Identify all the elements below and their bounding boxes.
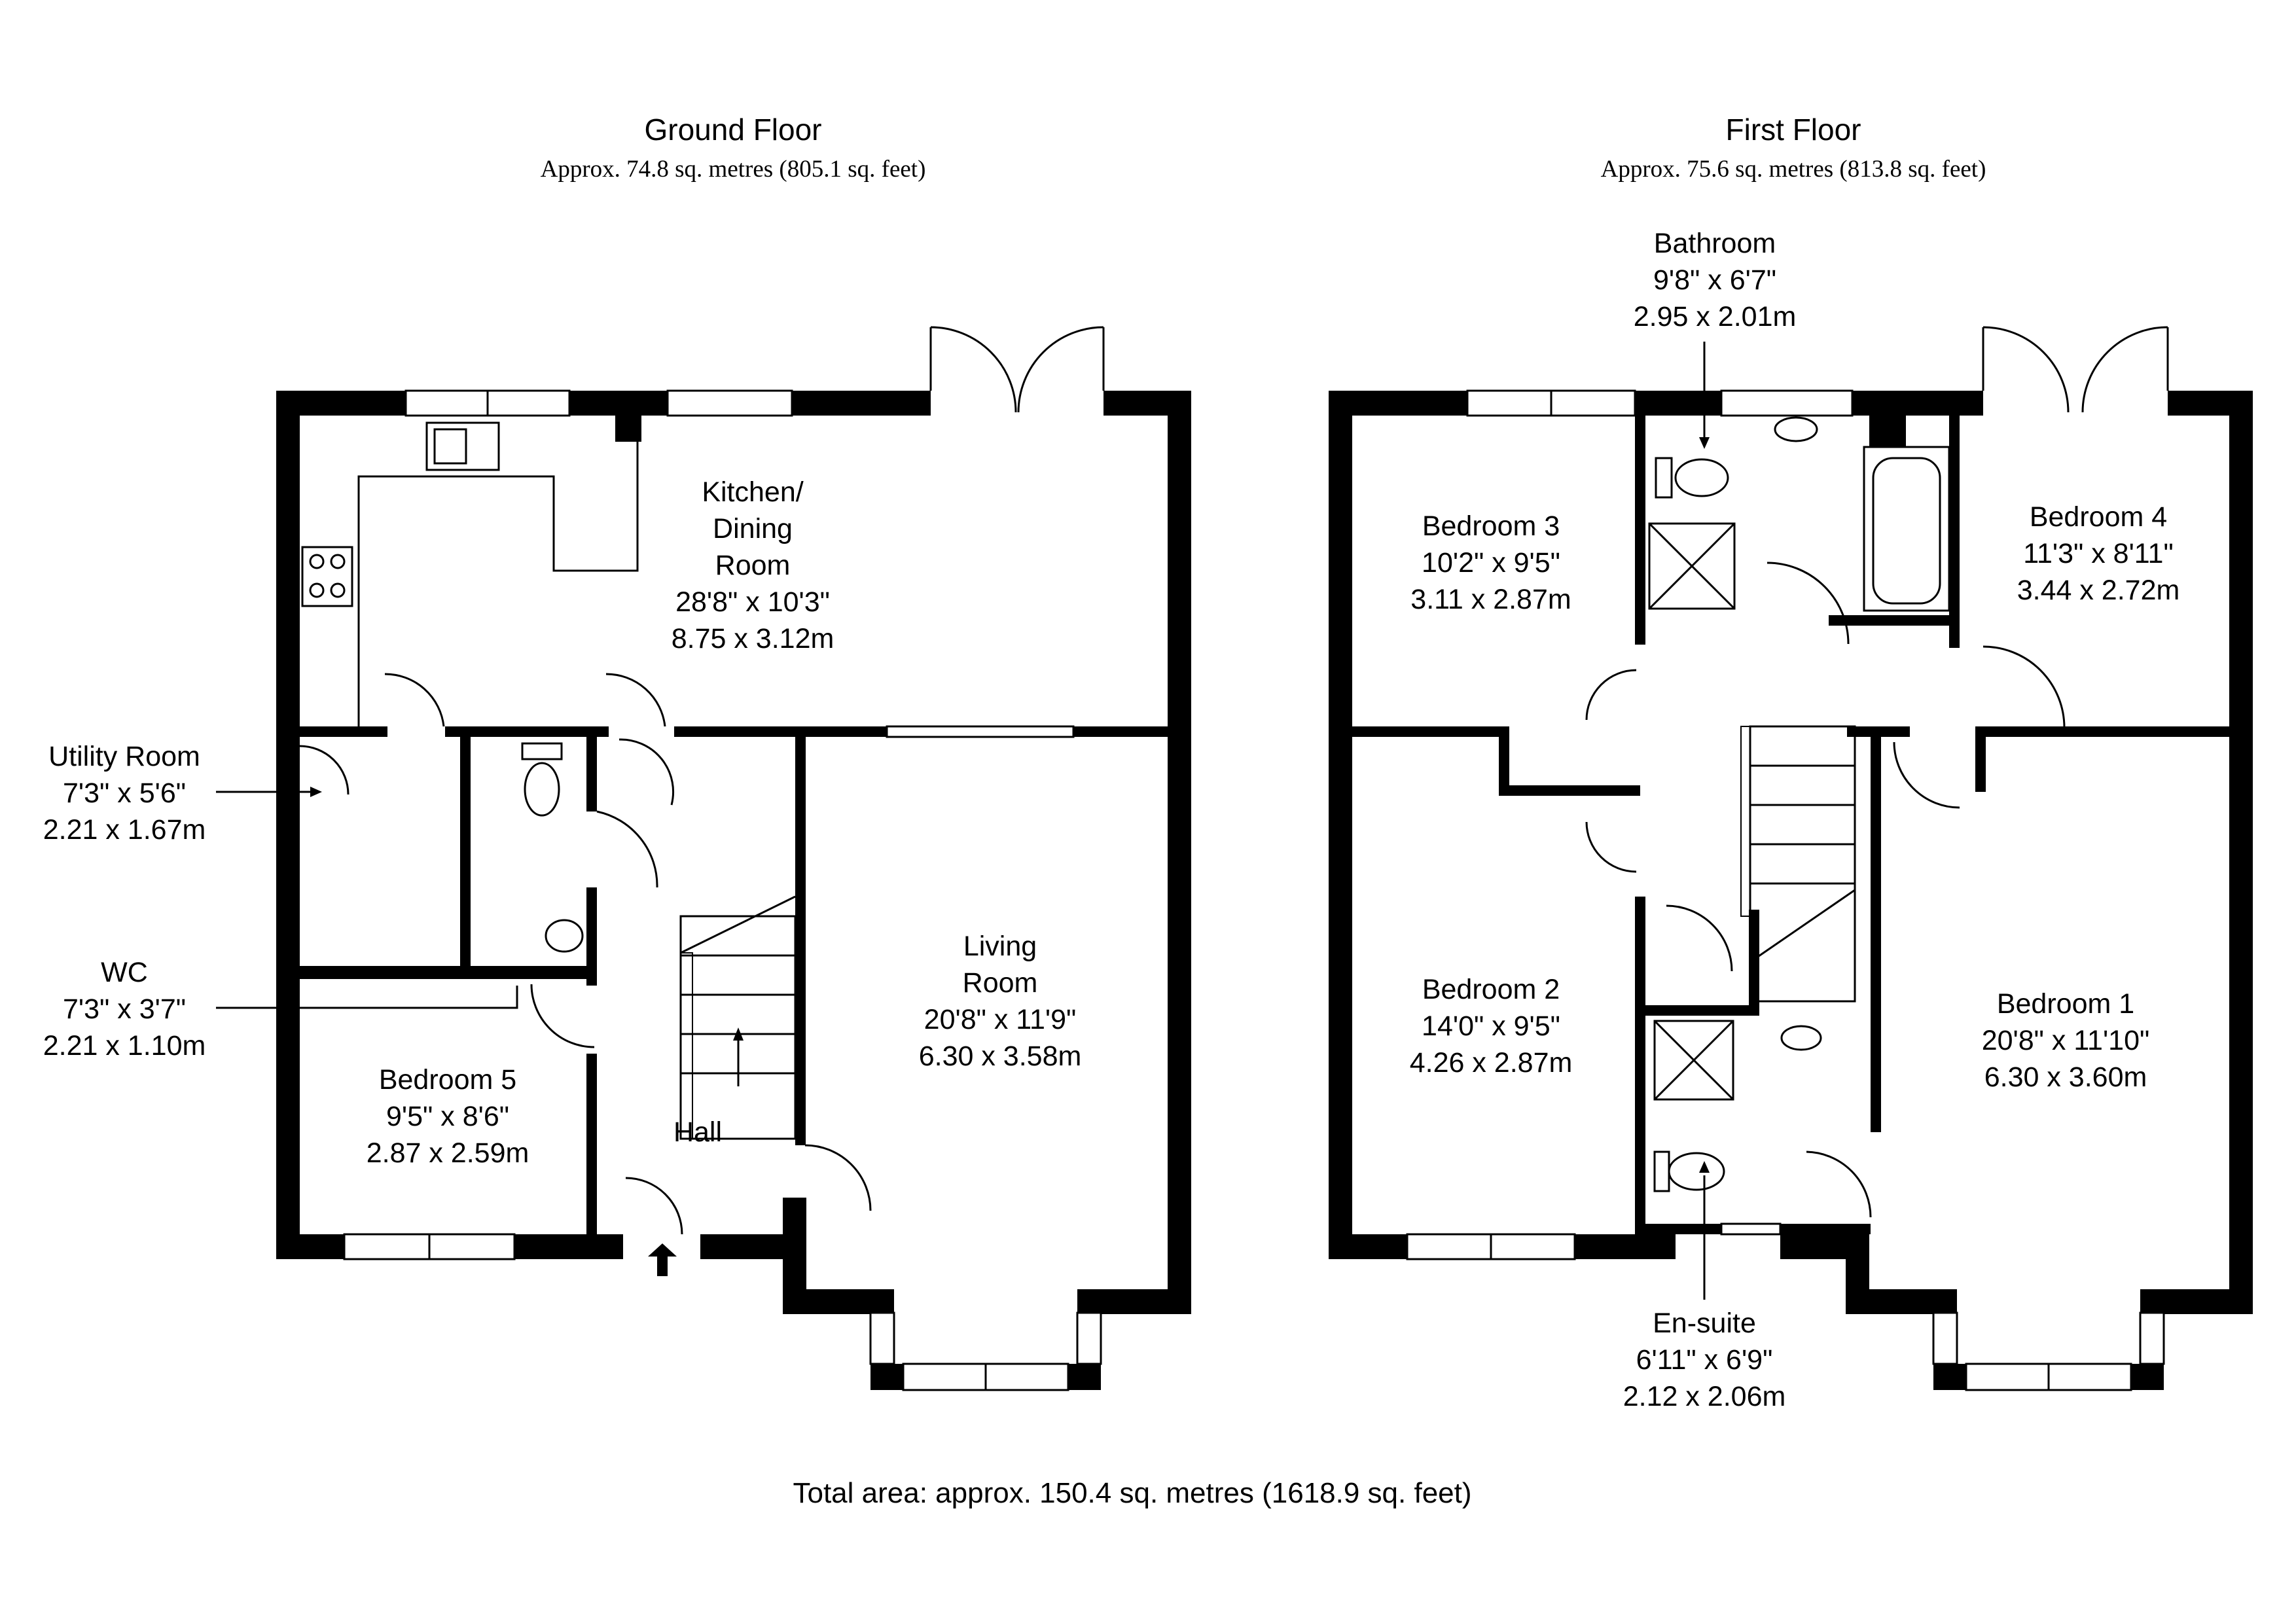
svg-text:2.21 x 1.67m: 2.21 x 1.67m — [43, 814, 206, 846]
svg-text:3.44 x 2.72m: 3.44 x 2.72m — [2017, 575, 2180, 606]
svg-text:3.11 x 2.87m: 3.11 x 2.87m — [1410, 584, 1571, 615]
room-label-bedroom-5: Bedroom 5 9'5" x 8'6" 2.87 x 2.59m — [367, 1064, 529, 1169]
svg-text:2.95 x 2.01m: 2.95 x 2.01m — [1634, 301, 1797, 332]
svg-text:Bedroom 2: Bedroom 2 — [1422, 974, 1560, 1005]
total-area: Total area: approx. 150.4 sq. metres (16… — [793, 1477, 1471, 1509]
svg-text:Bedroom 4: Bedroom 4 — [2030, 501, 2167, 533]
svg-text:10'2" x 9'5": 10'2" x 9'5" — [1422, 547, 1560, 579]
first-floor-fixtures — [1585, 326, 2169, 1218]
room-label-kitchen-dining: Kitchen/ Dining Room 28'8" x 10'3" 8.75 … — [672, 476, 834, 654]
svg-text:Room: Room — [963, 967, 1038, 999]
room-label-wc: WC 7'3" x 3'7" 2.21 x 1.10m — [43, 957, 518, 1061]
svg-text:2.21 x 1.10m: 2.21 x 1.10m — [43, 1030, 206, 1061]
room-label-bedroom-3: Bedroom 3 10'2" x 9'5" 3.11 x 2.87m — [1410, 510, 1571, 615]
room-label-bedroom-4: Bedroom 4 11'3" x 8'11" 3.44 x 2.72m — [2017, 501, 2180, 606]
ground-floor-windows — [343, 389, 1102, 1391]
ground-floor-header: Ground Floor Approx. 74.8 sq. metres (80… — [541, 113, 926, 183]
room-label-utility-room: Utility Room 7'3" x 5'6" 2.21 x 1.67m — [43, 741, 322, 846]
room-label-living-room: Living Room 20'8" x 11'9" 6.30 x 3.58m — [919, 931, 1082, 1072]
first-floor-walls — [1329, 391, 2253, 1390]
svg-text:Living: Living — [963, 931, 1037, 962]
svg-text:14'0" x 9'5": 14'0" x 9'5" — [1422, 1010, 1560, 1042]
room-label-bedroom-1: Bedroom 1 20'8" x 11'10" 6.30 x 3.60m — [1982, 988, 2150, 1093]
svg-text:9'8" x 6'7": 9'8" x 6'7" — [1653, 264, 1776, 296]
svg-text:WC: WC — [101, 957, 148, 988]
room-label-hall: Hall — [673, 1116, 722, 1148]
svg-text:7'3" x 3'7": 7'3" x 3'7" — [63, 993, 186, 1025]
svg-text:6.30 x 3.60m: 6.30 x 3.60m — [1984, 1061, 2147, 1093]
svg-text:7'3" x 5'6": 7'3" x 5'6" — [63, 777, 186, 809]
ground-floor-walls — [276, 391, 1191, 1390]
svg-text:Bedroom 3: Bedroom 3 — [1422, 510, 1560, 542]
svg-text:Bedroom 1: Bedroom 1 — [1997, 988, 2134, 1020]
room-label-en-suite: En-suite 6'11" x 6'9" 2.12 x 2.06m — [1623, 1161, 1786, 1412]
svg-text:Bathroom: Bathroom — [1654, 228, 1776, 259]
svg-text:6'11" x 6'9": 6'11" x 6'9" — [1636, 1344, 1773, 1376]
ground-floor-area: Approx. 74.8 sq. metres (805.1 sq. feet) — [541, 156, 926, 183]
first-floor-title: First Floor — [1726, 113, 1861, 147]
svg-text:6.30 x 3.58m: 6.30 x 3.58m — [919, 1041, 1082, 1072]
svg-text:8.75 x 3.12m: 8.75 x 3.12m — [672, 623, 834, 654]
first-floor-area: Approx. 75.6 sq. metres (813.8 sq. feet) — [1601, 156, 1986, 183]
svg-text:Utility Room: Utility Room — [48, 741, 200, 772]
svg-text:Hall: Hall — [673, 1116, 722, 1148]
first-floor-windows — [1406, 389, 2165, 1391]
svg-text:9'5" x 8'6": 9'5" x 8'6" — [386, 1101, 509, 1132]
svg-text:20'8" x 11'10": 20'8" x 11'10" — [1982, 1025, 2150, 1056]
room-label-bedroom-2: Bedroom 2 14'0" x 9'5" 4.26 x 2.87m — [1410, 974, 1573, 1079]
first-floor-header: First Floor Approx. 75.6 sq. metres (813… — [1601, 113, 1986, 183]
svg-text:2.12 x 2.06m: 2.12 x 2.06m — [1623, 1381, 1786, 1412]
svg-text:En-suite: En-suite — [1653, 1308, 1756, 1339]
svg-text:11'3" x 8'11": 11'3" x 8'11" — [2023, 538, 2173, 569]
svg-text:Dining: Dining — [713, 513, 793, 544]
svg-text:20'8" x 11'9": 20'8" x 11'9" — [924, 1004, 1077, 1035]
ground-floor-title: Ground Floor — [644, 113, 821, 147]
svg-text:28'8" x 10'3": 28'8" x 10'3" — [675, 586, 830, 618]
svg-text:2.87 x 2.59m: 2.87 x 2.59m — [367, 1137, 529, 1169]
svg-text:Kitchen/: Kitchen/ — [702, 476, 803, 508]
svg-text:Bedroom 5: Bedroom 5 — [379, 1064, 516, 1096]
room-label-bathroom: Bathroom 9'8" x 6'7" 2.95 x 2.01m — [1634, 228, 1797, 449]
ground-floor-fixtures — [299, 326, 1105, 1276]
svg-text:4.26 x 2.87m: 4.26 x 2.87m — [1410, 1047, 1573, 1079]
svg-text:Room: Room — [715, 550, 791, 581]
